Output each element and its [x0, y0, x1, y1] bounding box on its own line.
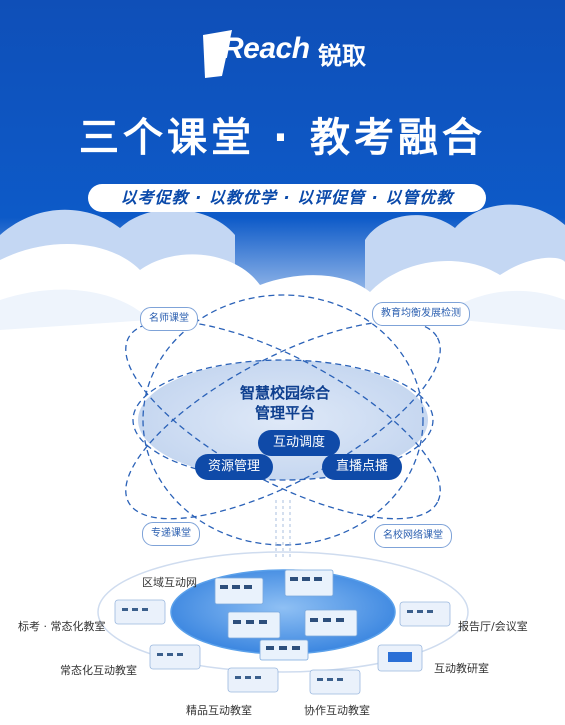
- network-ring: [97, 551, 469, 673]
- pill-live-vod: 直播点播: [322, 454, 402, 480]
- platform-ellipse: [138, 360, 428, 480]
- brand-name-cn: 锐取: [318, 42, 366, 70]
- tag-famous-teacher: 名师课堂: [140, 307, 198, 331]
- network-label: 区域互动网: [142, 576, 197, 589]
- platform-title-line2: 管理平台: [254, 404, 315, 422]
- tag-balance-monitoring: 教育均衡发展检测: [372, 302, 470, 326]
- node-collaborative-interactive: 协作互动教室: [304, 704, 370, 717]
- node-standard-classroom: 标考 · 常态化教室: [18, 620, 106, 633]
- slogan-banner: 以考促教 · 以教优学 · 以评促管 · 以管优教: [88, 184, 486, 212]
- classroom-desks: [220, 577, 344, 650]
- node-auditorium: 报告厅/会议室: [458, 620, 528, 633]
- node-regular-interactive: 常态化互动教室: [60, 664, 137, 677]
- outer-node-tiles: [114, 599, 451, 695]
- brand-name: Reach: [222, 32, 310, 65]
- platform-title-line1: 智慧校园综合: [239, 384, 330, 402]
- node-research-room: 互动教研室: [434, 662, 489, 675]
- tag-network-classroom: 名校网络课堂: [374, 524, 452, 548]
- uplink-lines: [275, 500, 291, 560]
- orbit-lines: [125, 294, 441, 546]
- logo-mark: [203, 30, 232, 78]
- pill-resource-management: 资源管理: [195, 454, 273, 480]
- platform-title: 智慧校园综合 管理平台: [220, 383, 350, 423]
- node-premium-interactive: 精品互动教室: [186, 704, 252, 717]
- headline: 三个课堂 · 教考融合: [78, 115, 487, 161]
- outer-node-desks: [122, 608, 433, 681]
- pill-interactive-dispatch: 互动调度: [258, 430, 340, 456]
- tag-delivery-classroom: 专递课堂: [142, 522, 200, 546]
- classroom-clusters: [214, 569, 358, 661]
